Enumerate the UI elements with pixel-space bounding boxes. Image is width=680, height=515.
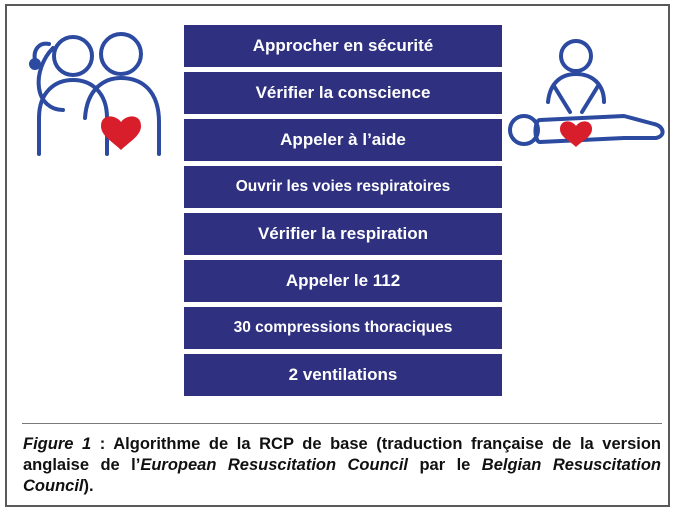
step-approach-safely: Approcher en sécurité [184,25,502,67]
caption-text-3: ). [83,477,94,495]
algorithm-steps: Approcher en sécurité Vérifier la consci… [184,25,502,401]
caption-text-1: : Algorithme de la RCP de base (traducti… [23,435,661,474]
cpr-compression-icon [508,39,665,147]
step-chest-compressions: 30 compressions thoraciques [184,307,502,349]
step-ventilations: 2 ventilations [184,354,502,396]
step-call-112: Appeler le 112 [184,260,502,302]
rescuer-with-stethoscope-icon [29,32,161,156]
caption-brc: Belgian Resuscitation Council [23,456,662,495]
caption-erc: European Resuscitation Council [140,456,409,474]
step-check-breathing: Vérifier la respiration [184,213,502,255]
figure-label: Figure 1 [23,435,92,453]
caption-text-2: par le [408,456,482,474]
figure-frame: Approcher en sécurité Vérifier la consci… [5,4,670,507]
figure-caption: Figure 1 : Algorithme de la RCP de base … [23,434,661,497]
step-open-airway: Ouvrir les voies respiratoires [184,166,502,208]
step-call-for-help: Appeler à l’aide [184,119,502,161]
caption-divider [22,423,662,424]
step-check-consciousness: Vérifier la conscience [184,72,502,114]
